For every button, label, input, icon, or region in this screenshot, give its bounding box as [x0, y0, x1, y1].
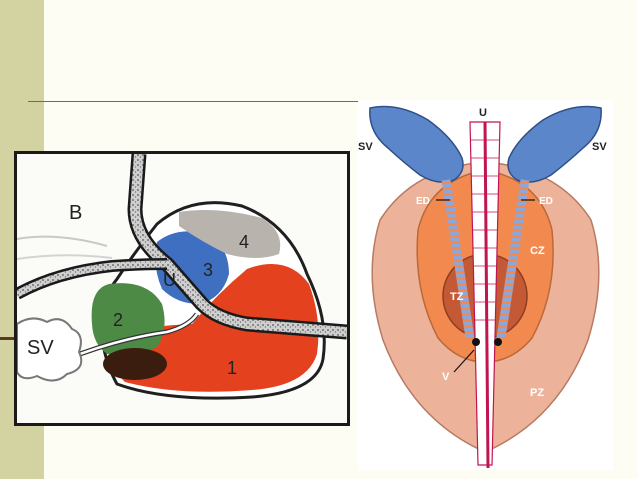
ejaculatory-duct-left — [441, 179, 475, 339]
label-u: U — [163, 270, 176, 290]
sagittal-diagram-svg: B U SV 1 2 3 4 — [17, 154, 347, 400]
verumontanum-dot-left — [472, 338, 480, 346]
label-ed-left: ED — [416, 196, 430, 207]
v-pointer — [453, 349, 475, 373]
label-cz: CZ — [530, 245, 545, 257]
coronal-diagram-svg: U SV SV ED ED CZ TZ V PZ — [358, 105, 607, 469]
label-zone-1: 1 — [227, 358, 237, 378]
bladder-outline-2 — [17, 254, 113, 260]
seminal-vesicle-right — [507, 105, 602, 183]
seminal-vesicle — [17, 317, 83, 382]
label-sv-left: SV — [358, 141, 373, 153]
label-zone-3: 3 — [203, 260, 213, 280]
label-u-top: U — [479, 107, 487, 119]
seminal-vesicle-left — [369, 105, 464, 183]
bladder-outline — [17, 235, 108, 247]
label-sv-right: SV — [592, 141, 607, 153]
label-sv: SV — [27, 337, 54, 359]
urethra-line — [483, 121, 490, 469]
label-v: V — [442, 371, 450, 383]
zone-4 — [179, 210, 281, 258]
title-rule — [28, 101, 358, 102]
label-pz: PZ — [530, 387, 544, 399]
label-zone-2: 2 — [113, 310, 123, 330]
bladder-base-fill — [17, 260, 168, 298]
label-ed-right: ED — [539, 196, 553, 207]
sagittal-zone-diagram: B U SV 1 2 3 4 — [14, 151, 350, 426]
verumontanum-dot-right — [494, 338, 502, 346]
dark-region — [103, 348, 167, 380]
accent-rule — [0, 337, 18, 340]
label-tz: TZ — [450, 291, 464, 303]
ejaculatory-duct-right — [496, 179, 530, 339]
ejaculatory-duct-inner — [66, 313, 199, 361]
coronal-zone-diagram: U SV SV ED ED CZ TZ V PZ — [358, 100, 613, 470]
label-b: B — [69, 202, 82, 224]
label-zone-4: 4 — [239, 232, 249, 252]
zone-3 — [155, 231, 229, 304]
